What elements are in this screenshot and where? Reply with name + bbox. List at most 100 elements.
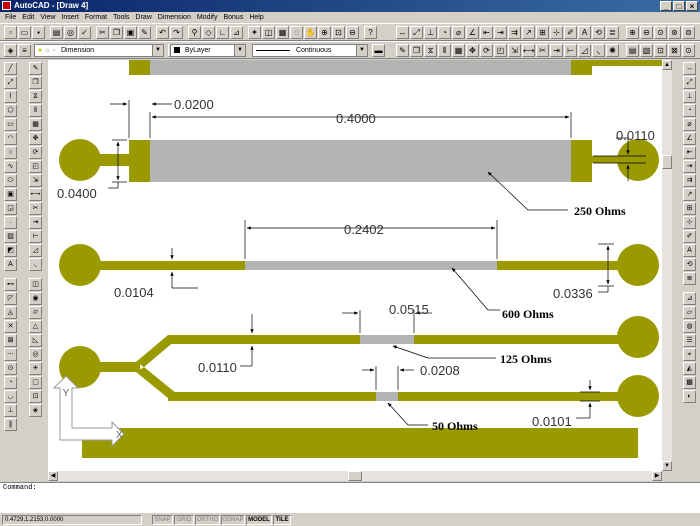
top-trace-partial[interactable]	[129, 60, 662, 75]
copy-2-icon[interactable]: ❐	[29, 76, 42, 89]
menu-help[interactable]: Help	[249, 14, 264, 21]
polyline-icon[interactable]: ⌇	[4, 90, 17, 103]
snap-midpoint-icon[interactable]: ◬	[4, 306, 17, 319]
menu-format[interactable]: Format	[84, 14, 108, 21]
distance-icon[interactable]: ⊿	[230, 26, 243, 39]
inquiry-mass-icon[interactable]: ◍	[683, 320, 696, 333]
stretch-2-icon[interactable]: ⇲	[29, 174, 42, 187]
chevron-down-icon[interactable]: ▼	[356, 45, 367, 56]
inquiry-list-icon[interactable]: ☰	[683, 334, 696, 347]
snap-toggle[interactable]: SNAP	[152, 515, 173, 525]
paste-icon[interactable]: ▣	[124, 26, 137, 39]
horizontal-scroll-thumb[interactable]	[348, 471, 362, 481]
trace-250-ohms[interactable]	[59, 139, 659, 182]
dim-edit-v-icon[interactable]: ✐	[683, 230, 696, 243]
osnap-tracking-icon[interactable]: ⊷	[4, 278, 17, 291]
surface-icon[interactable]: ◭	[683, 362, 696, 375]
mirror-icon[interactable]: ⧖	[424, 44, 437, 57]
3d-wedge-icon[interactable]: ◺	[29, 334, 42, 347]
named-views-icon[interactable]: ▦	[276, 26, 289, 39]
dim-0-0336[interactable]: 0.0336	[553, 286, 593, 301]
trace-600-ohms[interactable]	[59, 244, 659, 286]
point-icon[interactable]: ·	[4, 216, 17, 229]
dim-linear-v-icon[interactable]: ↔	[683, 62, 696, 75]
autocad-app-icon[interactable]	[2, 1, 11, 10]
design-center-icon[interactable]: ▧	[640, 44, 653, 57]
snap-intersection-icon[interactable]: ✕	[4, 320, 17, 333]
hyperlink-icon[interactable]: ⚲	[188, 26, 201, 39]
menu-edit[interactable]: Edit	[22, 14, 35, 21]
menu-view[interactable]: View	[40, 14, 56, 21]
snap-endpoint-icon[interactable]: ◸	[4, 292, 17, 305]
dim-0-0515[interactable]: 0.0515	[389, 302, 429, 317]
dim-0-0208[interactable]: 0.0208	[420, 363, 460, 378]
light-icon[interactable]: ☀	[29, 362, 42, 375]
leader-v-icon[interactable]: ↗	[683, 188, 696, 201]
vertical-scroll-thumb[interactable]	[662, 155, 672, 169]
snap-apparent-icon[interactable]: ⊠	[4, 334, 17, 347]
menu-bonus[interactable]: Bonus	[223, 14, 244, 21]
insert-block-icon[interactable]: ▣	[4, 188, 17, 201]
open-icon[interactable]: ▭	[18, 26, 31, 39]
tolerance-icon[interactable]: ⊞	[536, 26, 549, 39]
trim-2-icon[interactable]: ✂	[29, 202, 42, 215]
save-icon[interactable]: ▪	[32, 26, 45, 39]
center-mark-icon[interactable]: ⊹	[550, 26, 563, 39]
dim-text-edit-v-icon[interactable]: A	[683, 244, 696, 257]
break-icon[interactable]: ⊢	[564, 44, 577, 57]
zoom-window-2-icon[interactable]: ⊡	[654, 44, 667, 57]
redraw-icon[interactable]: ✦	[248, 26, 261, 39]
dim-0-0110-mid[interactable]: 0.0110	[198, 360, 237, 375]
lineweight-icon[interactable]: ▬	[372, 44, 385, 57]
array-2-icon[interactable]: ▦	[29, 118, 42, 131]
move-icon[interactable]: ✥	[466, 44, 479, 57]
menu-draw[interactable]: Draw	[135, 14, 152, 21]
zoom-extents-icon[interactable]: ⊛	[668, 26, 681, 39]
vertical-scrollbar[interactable]: ▲ ▼	[662, 60, 672, 471]
polygon-icon[interactable]: ⬠	[4, 104, 17, 117]
3d-sphere-icon[interactable]: ◉	[29, 292, 42, 305]
dim-aligned-icon[interactable]: ⤢	[410, 26, 423, 39]
dim-radius-icon[interactable]: ◔	[438, 26, 451, 39]
snap-parallel-icon[interactable]: ∥	[4, 418, 17, 431]
3d-orbit-icon[interactable]: ◌	[290, 26, 303, 39]
scroll-left-icon[interactable]: ◀	[48, 471, 58, 481]
lengthen-icon[interactable]: ⟷	[522, 44, 535, 57]
ground-trace[interactable]	[82, 428, 638, 458]
snap-perpendicular-icon[interactable]: ⊥	[4, 404, 17, 417]
3d-cone-icon[interactable]: △	[29, 320, 42, 333]
snap-quadrant-icon[interactable]: ◔	[4, 376, 17, 389]
cut-icon[interactable]: ✂	[96, 26, 109, 39]
label-125-ohms[interactable]: 125 Ohms	[500, 352, 552, 366]
color-select[interactable]: ByLayer ▼	[170, 44, 246, 57]
spline-icon[interactable]: ∿	[4, 160, 17, 173]
shade-icon[interactable]: ◐	[683, 390, 696, 403]
chamfer-icon[interactable]: ◿	[578, 44, 591, 57]
snap-extension-icon[interactable]: ⋯	[4, 348, 17, 361]
fillet-icon[interactable]: ◟	[592, 44, 605, 57]
dim-style-icon[interactable]: ≣	[606, 26, 619, 39]
explode-icon[interactable]: ✺	[606, 44, 619, 57]
menu-file[interactable]: File	[5, 14, 17, 21]
model-toggle[interactable]: MODEL	[246, 515, 272, 525]
grid-toggle[interactable]: GRID	[174, 515, 194, 525]
linetype-select[interactable]: Continuous ▼	[252, 44, 368, 57]
dim-0-0200[interactable]: 0.0200	[174, 97, 214, 112]
zoom-dynamic-icon[interactable]: ⊠	[668, 44, 681, 57]
scale-2-icon[interactable]: ◰	[29, 160, 42, 173]
tolerance-v-icon[interactable]: ⊞	[683, 202, 696, 215]
menu-modify[interactable]: Modify	[196, 14, 218, 21]
dim-edit-icon[interactable]: ✐	[564, 26, 577, 39]
ellipse-icon[interactable]: ⬭	[4, 174, 17, 187]
move-2-icon[interactable]: ✥	[29, 132, 42, 145]
dim-diameter-v-icon[interactable]: ⌀	[683, 118, 696, 131]
lock-icon[interactable]: ⊡	[29, 390, 42, 403]
ucs-icon[interactable]: ∟	[216, 26, 229, 39]
label-250-ohms[interactable]: 250 Ohms	[574, 204, 626, 218]
zoom-scale-icon[interactable]: ⊜	[682, 26, 695, 39]
spell-icon[interactable]: ✓	[78, 26, 91, 39]
dim-update-icon[interactable]: ⟲	[592, 26, 605, 39]
dim-0-4000[interactable]: 0.4000	[336, 111, 376, 126]
multiline-text-icon[interactable]: A	[4, 258, 17, 271]
construction-line-icon[interactable]: ⤢	[4, 76, 17, 89]
